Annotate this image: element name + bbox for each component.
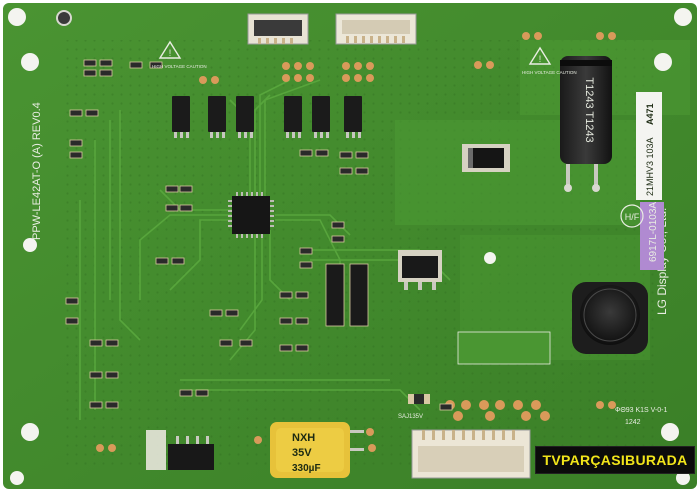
warning-icon: ! [158,40,182,59]
electrolytic-capacitor-small: NXH 35V 330µF [270,422,364,478]
hf-mark [620,204,644,228]
solder-pads [96,32,616,452]
lot-sticker: 21MHV3 103A A471 [636,92,662,200]
cap-line3: 330µF [292,463,321,474]
small-capacitor [408,394,430,404]
small-label: SAJ135V [398,414,423,420]
mounting-holes [8,8,692,485]
cap-line1: NXH [292,432,315,444]
electrolytic-capacitor-large: T1243 T1243 [560,56,612,192]
big-cap-marking: T1243 T1243 [583,77,595,142]
controller-ic [228,192,274,238]
mosfet-leads [174,132,361,138]
lot-code: 21MHV3 103A [645,137,655,196]
lot-suffix: A471 [645,103,655,125]
date-code: 1242 [625,419,641,426]
bottom-right-code: ФΘ93 K1S V-0-1 [615,407,668,414]
label-block [146,430,166,470]
watermark-text: TVPARÇASIBURADA [542,452,688,468]
small-ic-bottom [168,436,214,470]
board-code: 6917L-0103A [648,202,659,262]
cap-line2: 35V [292,447,312,459]
warning-icon: ! [528,46,552,65]
connector-cn2 [335,13,417,45]
smd-components [65,59,453,411]
warning-text: HIGH VOLTAGE CAUTION [152,64,207,69]
svg-text:!: ! [169,48,172,58]
svg-text:!: ! [539,54,542,64]
connector-bottom [411,429,531,479]
board-code-label: 6917L-0103A [640,202,664,270]
resistor-array [325,263,369,327]
board-part-number: PPW-LE42AT-O (A) REV0.4 [31,102,43,240]
connector-cn1 [247,13,309,45]
power-inductor [572,282,648,354]
dpak-transistor [398,250,442,290]
hf-text: H/F [625,212,640,222]
warning-text-2: HIGH VOLTAGE CAUTION [522,70,577,75]
diode-d101 [462,144,510,172]
watermark-badge: TVPARÇASIBURADA [535,446,695,474]
mosfet-row [172,96,362,132]
label-block [457,331,551,365]
